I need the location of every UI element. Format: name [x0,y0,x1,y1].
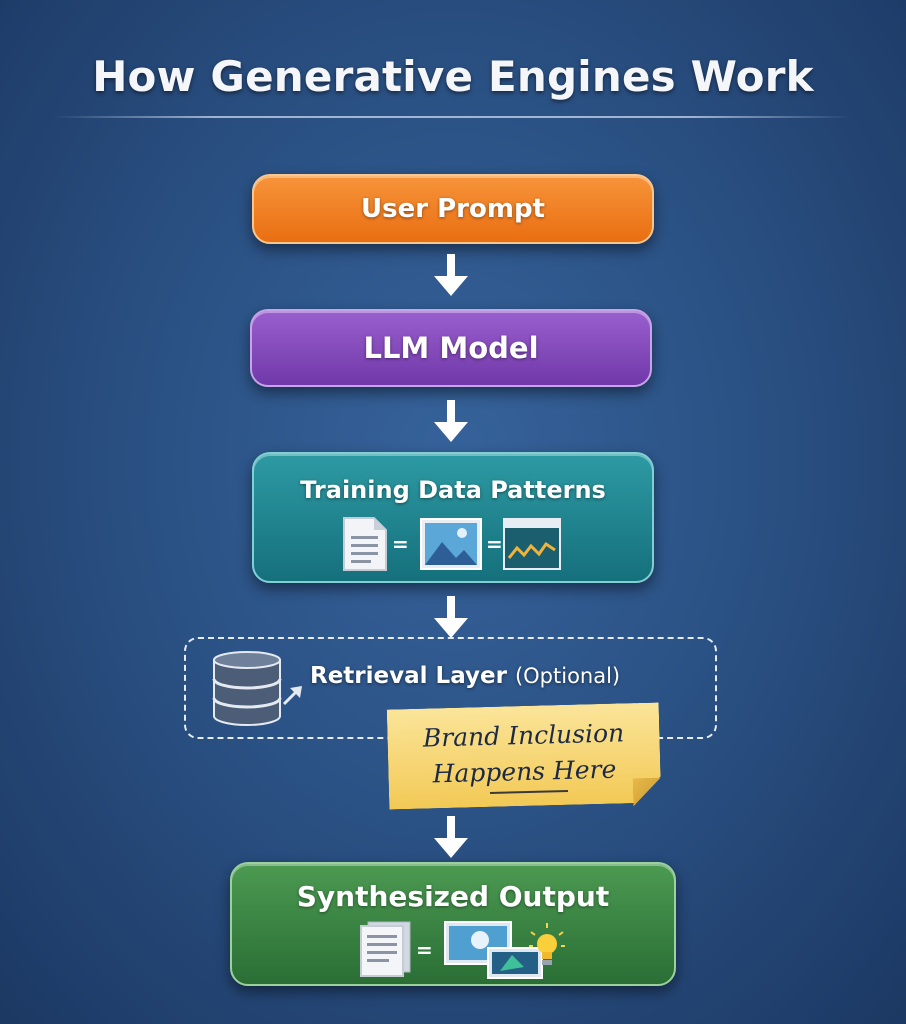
lightbulb-icon [529,923,565,965]
sticky-note-text: Brand Inclusion Happens Here [387,714,661,793]
image-icon [420,518,482,570]
optional-tag: (Optional) [514,664,621,688]
document-icon [360,921,411,977]
equals-sign: = [486,532,503,556]
arrow-down-icon [434,816,468,858]
title-divider [55,116,851,118]
training-data-label: Training Data Patterns [300,476,606,504]
synthesized-output-label: Synthesized Output [296,880,610,913]
equals-sign: = [416,938,433,962]
note-line-2: Happens Here [432,754,617,789]
user-prompt-box: User Prompt [252,174,654,244]
media-icon [444,921,543,979]
arrow-down-icon [434,596,468,638]
llm-model-box: LLM Model [250,309,652,387]
document-icon [343,517,387,571]
database-icon [212,651,302,726]
arrow-down-icon [434,400,468,442]
retrieval-layer-title: Retrieval Layer [310,663,507,689]
retrieval-layer-label: Retrieval Layer (Optional) [310,663,620,689]
equals-sign: = [392,532,409,556]
diagram-title: How Generative Engines Work [92,52,814,101]
arrow-down-icon [434,254,468,296]
note-line-1: Brand Inclusion [422,718,625,753]
chart-icon [503,518,561,570]
